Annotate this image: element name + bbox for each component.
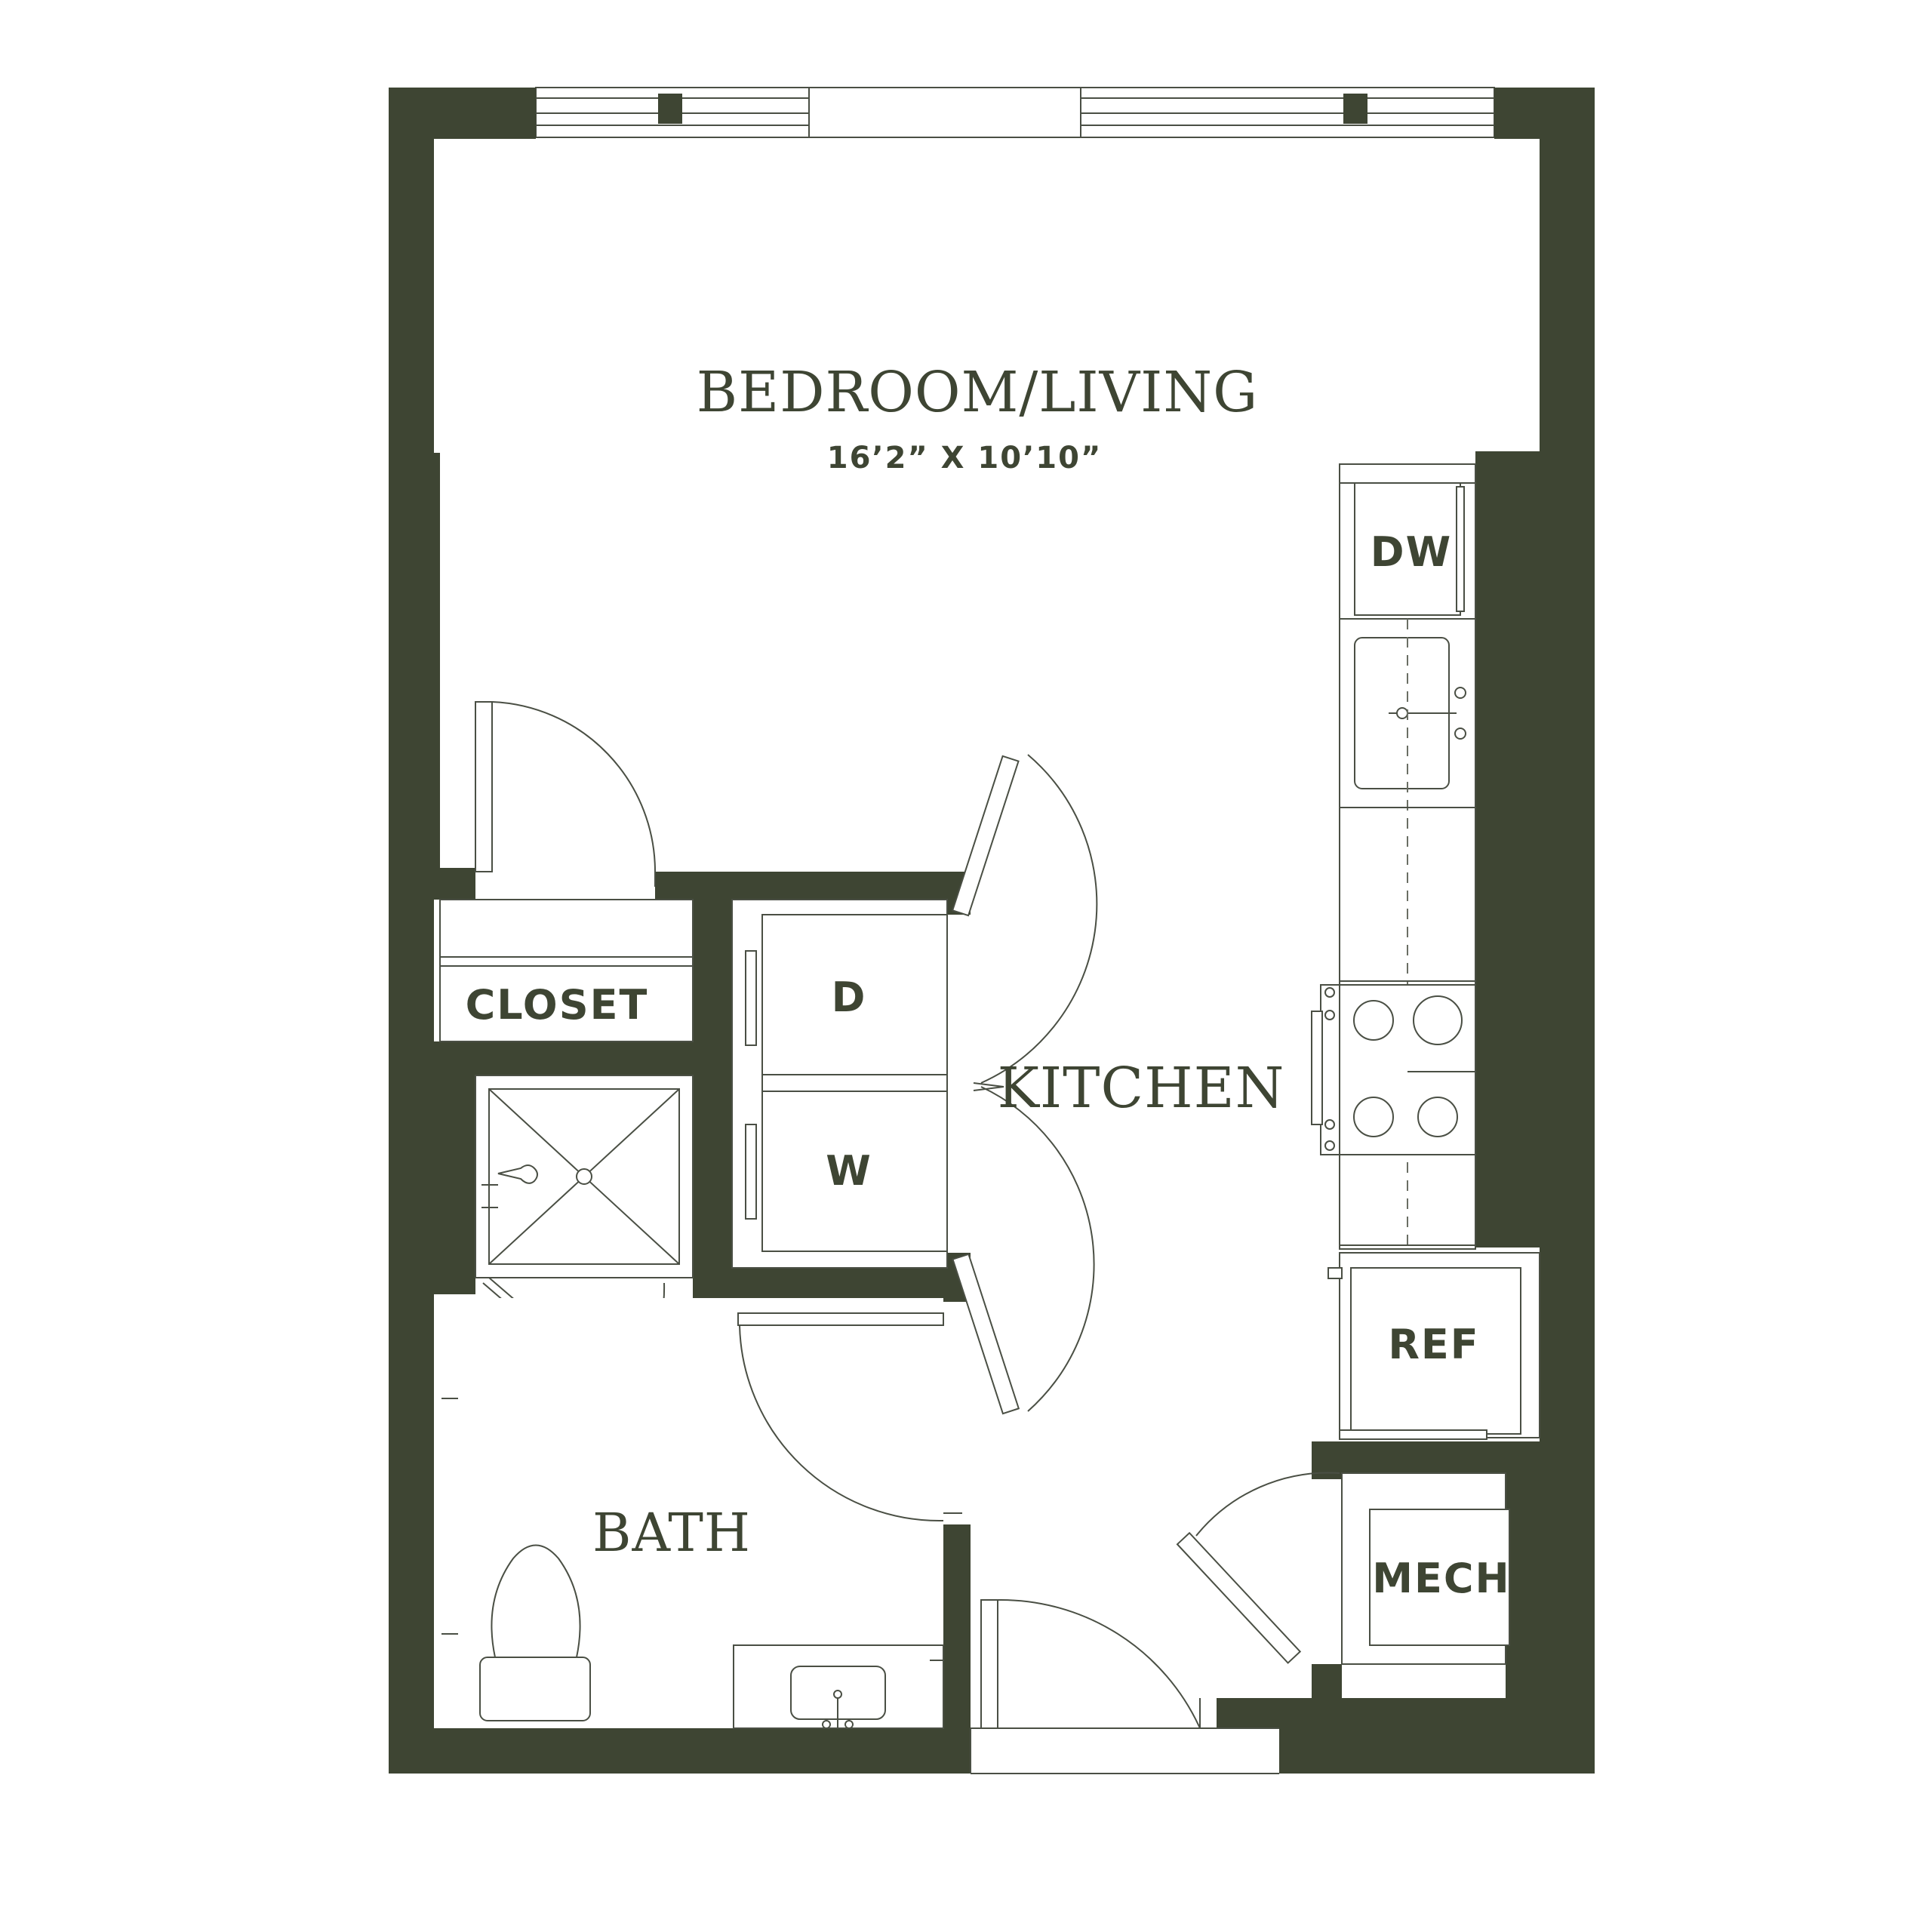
bedroom-living-dimensions: 16’2” X 10’10”: [827, 441, 1102, 475]
laundry: D W: [731, 754, 1098, 1415]
interior-walls: [434, 453, 1540, 1774]
washer-label: W: [826, 1147, 872, 1195]
bath-label: BATH: [592, 1502, 751, 1564]
mechanical-label: MECH: [1372, 1555, 1510, 1602]
bedroom-living: BEDROOM/LIVING 16’2” X 10’10”: [697, 360, 1258, 475]
entry-door: [970, 1598, 1279, 1774]
mechanical-closet: MECH: [1176, 1472, 1510, 1665]
refrigerator: REF: [1327, 1252, 1540, 1440]
bedroom-living-label: BEDROOM/LIVING: [697, 360, 1258, 425]
closet-label: CLOSET: [466, 981, 649, 1029]
refrigerator-label: REF: [1388, 1321, 1479, 1368]
bath: BATH: [440, 1298, 962, 1729]
closet: CLOSET: [439, 701, 694, 1042]
exterior-walls: [389, 88, 1595, 1774]
dishwasher-label: DW: [1371, 528, 1452, 576]
kitchen-counter: DW: [1311, 463, 1476, 1250]
top-windows: [535, 87, 1495, 138]
kitchen-label: KITCHEN: [998, 1056, 1285, 1121]
dryer-label: D: [832, 974, 867, 1021]
shower: [475, 1075, 694, 1401]
